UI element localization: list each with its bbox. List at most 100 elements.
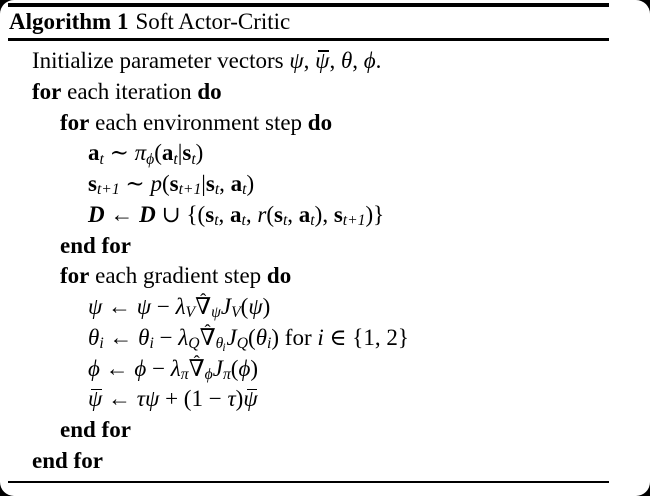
math-token: , <box>218 201 231 227</box>
math-token: Q <box>188 335 200 353</box>
keyword: for <box>32 78 62 104</box>
math-token: + (1 − <box>159 386 228 412</box>
math-token: θ <box>138 324 150 350</box>
replay-buffer-symbol: D <box>88 201 105 227</box>
math-token: s <box>182 140 192 166</box>
math-token: ϕ <box>134 355 147 381</box>
math-token: π <box>134 140 147 166</box>
math-token: t <box>242 181 247 199</box>
math-token: ) <box>314 201 323 227</box>
math-token: ψ <box>289 48 304 73</box>
math-token: ϕ <box>238 355 251 381</box>
math-token: s <box>205 201 215 227</box>
keyword: do <box>197 78 222 104</box>
math-token: i <box>222 342 226 355</box>
bar-psi-symbol: ψ <box>315 48 330 73</box>
math-token: t <box>99 150 104 168</box>
math-token: ← <box>99 355 135 381</box>
math-token: p <box>150 171 162 196</box>
replay-buffer-symbol: D <box>139 201 156 227</box>
math-token: i <box>317 324 324 350</box>
math-token: t <box>173 150 178 168</box>
math-token: , <box>352 48 364 73</box>
math-token: ∈ { <box>323 324 364 350</box>
math-token: t <box>214 181 220 199</box>
algorithm-name: Soft Actor-Critic <box>135 9 291 34</box>
math-token: ϕ <box>204 365 213 383</box>
hat-nabla-symbol: ∇ <box>195 292 211 323</box>
math-token: , <box>322 201 334 227</box>
math-token: ϕ <box>363 48 376 73</box>
algorithm-line: D ← D ∪ {(st, at, r(st, at), st+1)} <box>8 200 609 231</box>
math-token: J <box>226 324 237 350</box>
algorithm-line: end for <box>8 231 609 262</box>
math-token: . <box>375 48 382 73</box>
math-token: ) <box>246 171 255 196</box>
math-token: ( <box>248 324 256 350</box>
math-token: , <box>219 171 231 196</box>
algorithm-line: for each gradient step do <box>8 261 609 292</box>
math-token: V <box>185 304 196 322</box>
math-token: s <box>169 171 179 196</box>
bottom-rule <box>8 481 609 483</box>
math-token: θ <box>255 324 268 350</box>
math-token: τψ <box>136 386 160 412</box>
keyword: do <box>266 263 292 289</box>
math-token: ψ <box>88 294 103 319</box>
keyword: end for <box>60 232 131 258</box>
math-token: ) <box>195 140 204 166</box>
math-token: t+1 <box>342 212 366 230</box>
math-token: ( <box>161 171 170 196</box>
math-token: a <box>298 201 311 227</box>
math-token: ) <box>250 355 259 381</box>
math-token: a <box>88 140 100 166</box>
math-token: τ <box>227 386 236 412</box>
bar-psi-symbol: ψ <box>88 386 103 412</box>
math-token: } <box>397 324 409 350</box>
algorithm-line: at ∼ πϕ(at|st) <box>8 138 609 169</box>
math-token: ( <box>266 201 274 227</box>
math-token: ← <box>103 324 139 350</box>
math-token: 1, 2 <box>363 324 398 350</box>
math-token: each iteration <box>61 78 198 104</box>
math-token: t+1 <box>96 181 120 199</box>
math-token: ∼ <box>103 140 135 166</box>
math-token: ∼ <box>119 171 151 196</box>
algorithm-line: θi ← θi − λQ∇θiJQ(θi) for i ∈ {1, 2} <box>8 323 609 354</box>
math-token: | <box>177 140 183 166</box>
algorithm-line: Initialize parameter vectors ψ, ψ, θ, ϕ. <box>8 46 609 77</box>
math-token: ϕ <box>88 355 100 381</box>
algorithm-line: end for <box>8 415 609 446</box>
math-token: i <box>99 335 104 353</box>
math-token: ) <box>235 386 244 412</box>
algorithm-body: Initialize parameter vectors ψ, ψ, θ, ϕ.… <box>8 46 609 477</box>
algorithm-line: ϕ ← ϕ − λπ∇ϕJπ(ϕ) <box>8 354 609 385</box>
math-token: s <box>205 171 215 196</box>
algorithm-line: ψ ← ψ − λV∇ψJV(ψ) <box>8 292 609 323</box>
math-token: ψ <box>211 304 221 322</box>
math-token: , <box>287 201 299 227</box>
math-token: ← <box>104 201 140 227</box>
math-token: t <box>282 212 288 230</box>
math-token: J <box>212 355 223 381</box>
math-token: ) <box>271 324 285 350</box>
math-token: , <box>329 48 341 73</box>
math-token: θ <box>340 48 353 73</box>
hat-nabla-symbol: ∇ <box>200 323 216 354</box>
math-token: t <box>310 212 315 230</box>
math-token: i <box>149 335 154 353</box>
math-token: − <box>146 355 171 381</box>
math-token: V <box>231 304 241 322</box>
math-token: Initialize parameter vectors <box>32 48 290 73</box>
top-rule <box>8 3 609 7</box>
math-token: s <box>274 201 283 227</box>
math-token: , <box>303 48 316 73</box>
math-token: each gradient step <box>89 263 267 289</box>
math-token: ( <box>154 140 162 166</box>
math-token: ψ <box>136 294 152 319</box>
math-token: ← <box>102 294 137 319</box>
algorithm-line: for each iteration do <box>8 77 609 108</box>
